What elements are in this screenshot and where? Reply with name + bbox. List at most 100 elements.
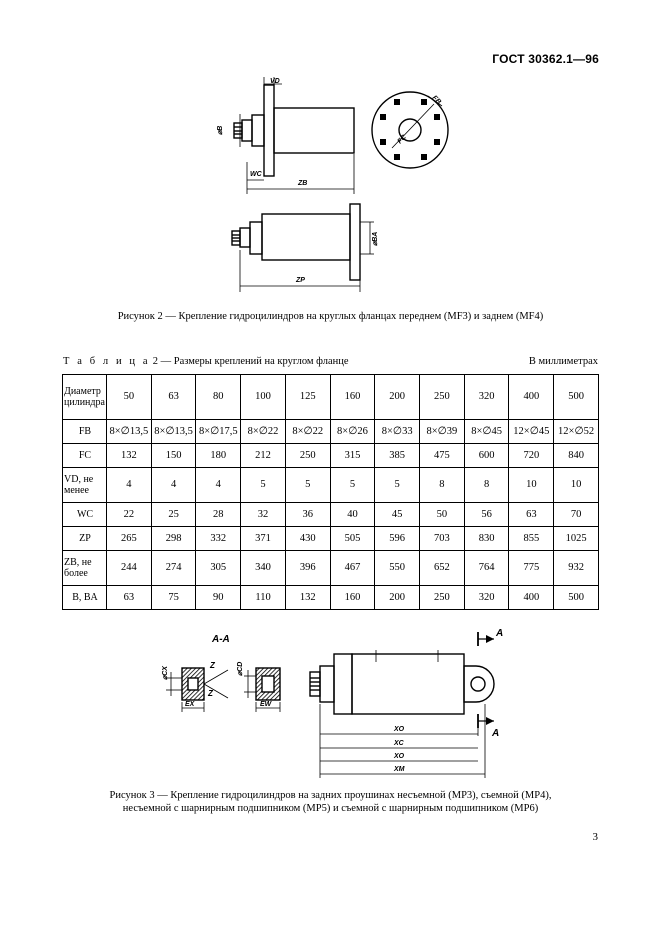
table-cell: 505: [329, 526, 376, 551]
table-cell: 274: [150, 550, 197, 586]
table-cell: 200: [374, 585, 421, 610]
table-cell: 132: [106, 443, 152, 468]
table-title-row: Т а б л и ц а 2 — Размеры креплений на к…: [63, 356, 598, 370]
table-cell: 550: [374, 550, 421, 586]
fig3-label-section: A-A: [211, 634, 230, 645]
page-number: 3: [592, 831, 599, 843]
table-cell: 8×∅22: [284, 419, 331, 444]
fig3-label-ew: EW: [260, 701, 273, 708]
table-row: VD, не менее 4 4 4 5 5 5 5 8 8 10 10: [62, 467, 599, 503]
table-cell: 28: [195, 502, 242, 527]
table-cell: 50: [419, 502, 465, 527]
table-cell: 4: [150, 467, 197, 503]
row-label: WC: [62, 502, 107, 527]
fig3-label-a-top: A: [495, 628, 503, 639]
fig2-label-ba: ⌀BA: [372, 232, 379, 246]
table-cell: 430: [284, 526, 331, 551]
table-cell: 70: [553, 502, 599, 527]
table-cell: 12×∅52: [553, 419, 599, 444]
fig2-label-vd: VD: [270, 78, 280, 85]
standard-header: ГОСТ 30362.1—96: [492, 52, 599, 66]
table-row: B, BA 63 75 90 110 132 160 200 250 320 4…: [62, 585, 599, 610]
table-cell: 12×∅45: [508, 419, 555, 444]
table-cell: 90: [195, 585, 242, 610]
table-cell: 764: [463, 550, 510, 586]
table-cell: 8×∅13,5: [106, 419, 152, 444]
row-label: ZP: [62, 526, 107, 551]
table-cell: 4: [106, 467, 152, 503]
table-cell: 40: [329, 502, 376, 527]
table-cell: 32: [240, 502, 286, 527]
table-cell: 5: [329, 467, 376, 503]
figure-3-caption-line2: несъемной с шарнирным подшипником (MP5) …: [122, 803, 539, 814]
table-cell: 8×∅39: [419, 419, 465, 444]
diameter-cell: 125: [284, 374, 331, 420]
table-cell: 775: [508, 550, 555, 586]
fig2-label-fc: FC: [396, 133, 408, 145]
row-label: VD, не менее: [62, 467, 107, 503]
figure-2-drawing: ⌀B VD WC ZB FB FC ⌀BA ZP: [217, 77, 449, 292]
table-title-text: 2 — Размеры креплений на круглом фланце: [150, 356, 349, 367]
table-cell: 305: [195, 550, 242, 586]
table-cell: 720: [508, 443, 555, 468]
table-cell: 703: [419, 526, 465, 551]
table-units: В миллиметрах: [528, 356, 598, 367]
table-cell: 180: [195, 443, 242, 468]
table-cell: 371: [240, 526, 286, 551]
dimensions-table: Диаметр цилиндра 50 63 80 100 125 160 20…: [62, 374, 599, 610]
table-cell: 45: [374, 502, 421, 527]
figure-3-caption-line1: Рисунок 3 — Крепление гидроцилиндров на …: [109, 790, 552, 801]
fig2-label-fb: FB: [431, 94, 443, 106]
table-cell: 8: [463, 467, 510, 503]
table-cell: 315: [329, 443, 376, 468]
table-cell: 467: [329, 550, 376, 586]
fig3-label-ex: EX: [185, 701, 196, 708]
fig2-label-zb: ZB: [297, 180, 307, 187]
fig3-label-xm: XM: [393, 766, 405, 773]
table-row: ZP 265 298 332 371 430 505 596 703 830 8…: [62, 526, 599, 551]
diameter-cell: 400: [508, 374, 555, 420]
table-cell: 22: [106, 502, 152, 527]
table-cell: 396: [284, 550, 331, 586]
table-cell: 596: [374, 526, 421, 551]
figure-3-drawing: A-A ⌀CX Z Z EX ⌀CD EW A A XO XC XO XM: [162, 628, 503, 778]
table-cell: 8×∅45: [463, 419, 510, 444]
table-cell: 5: [374, 467, 421, 503]
table-cell: 385: [374, 443, 421, 468]
diameter-cell: 100: [240, 374, 286, 420]
table-cell: 855: [508, 526, 555, 551]
table-cell: 500: [553, 585, 599, 610]
diameter-cell: 500: [553, 374, 599, 420]
fig3-label-z1: Z: [209, 661, 216, 670]
diameter-cell: 50: [106, 374, 152, 420]
table-cell: 8×∅33: [374, 419, 421, 444]
table-row: FB 8×∅13,5 8×∅13,5 8×∅17,5 8×∅22 8×∅22 8…: [62, 419, 599, 444]
table-cell: 110: [240, 585, 286, 610]
table-cell: 4: [195, 467, 242, 503]
fig2-label-wc: WC: [250, 171, 263, 178]
table-cell: 244: [106, 550, 152, 586]
row-label: FB: [62, 419, 107, 444]
fig3-label-cx: ⌀CX: [162, 665, 169, 680]
table-row: WC 22 25 28 32 36 40 45 50 56 63 70: [62, 502, 599, 527]
table-cell: 298: [150, 526, 197, 551]
table-cell: 840: [553, 443, 599, 468]
header-label: Диаметр цилиндра: [62, 374, 107, 420]
table-title-prefix: Т а б л и ц а: [63, 356, 151, 367]
table-row: ZB, не более 244 274 305 340 396 467 550…: [62, 550, 599, 586]
table-cell: 1025: [553, 526, 599, 551]
table-cell: 25: [150, 502, 197, 527]
table-cell: 8×∅13,5: [150, 419, 197, 444]
table-cell: 212: [240, 443, 286, 468]
row-label: FC: [62, 443, 107, 468]
table-cell: 475: [419, 443, 465, 468]
table-cell: 10: [508, 467, 555, 503]
figure-2-caption: Рисунок 2 — Крепление гидроцилиндров на …: [117, 311, 544, 322]
table-cell: 400: [508, 585, 555, 610]
fig3-label-cd: ⌀CD: [237, 662, 244, 676]
table-cell: 332: [195, 526, 242, 551]
table-cell: 8×∅26: [329, 419, 376, 444]
fig3-label-z2: Z: [207, 689, 214, 698]
table-cell: 8×∅17,5: [195, 419, 242, 444]
table-cell: 56: [463, 502, 510, 527]
